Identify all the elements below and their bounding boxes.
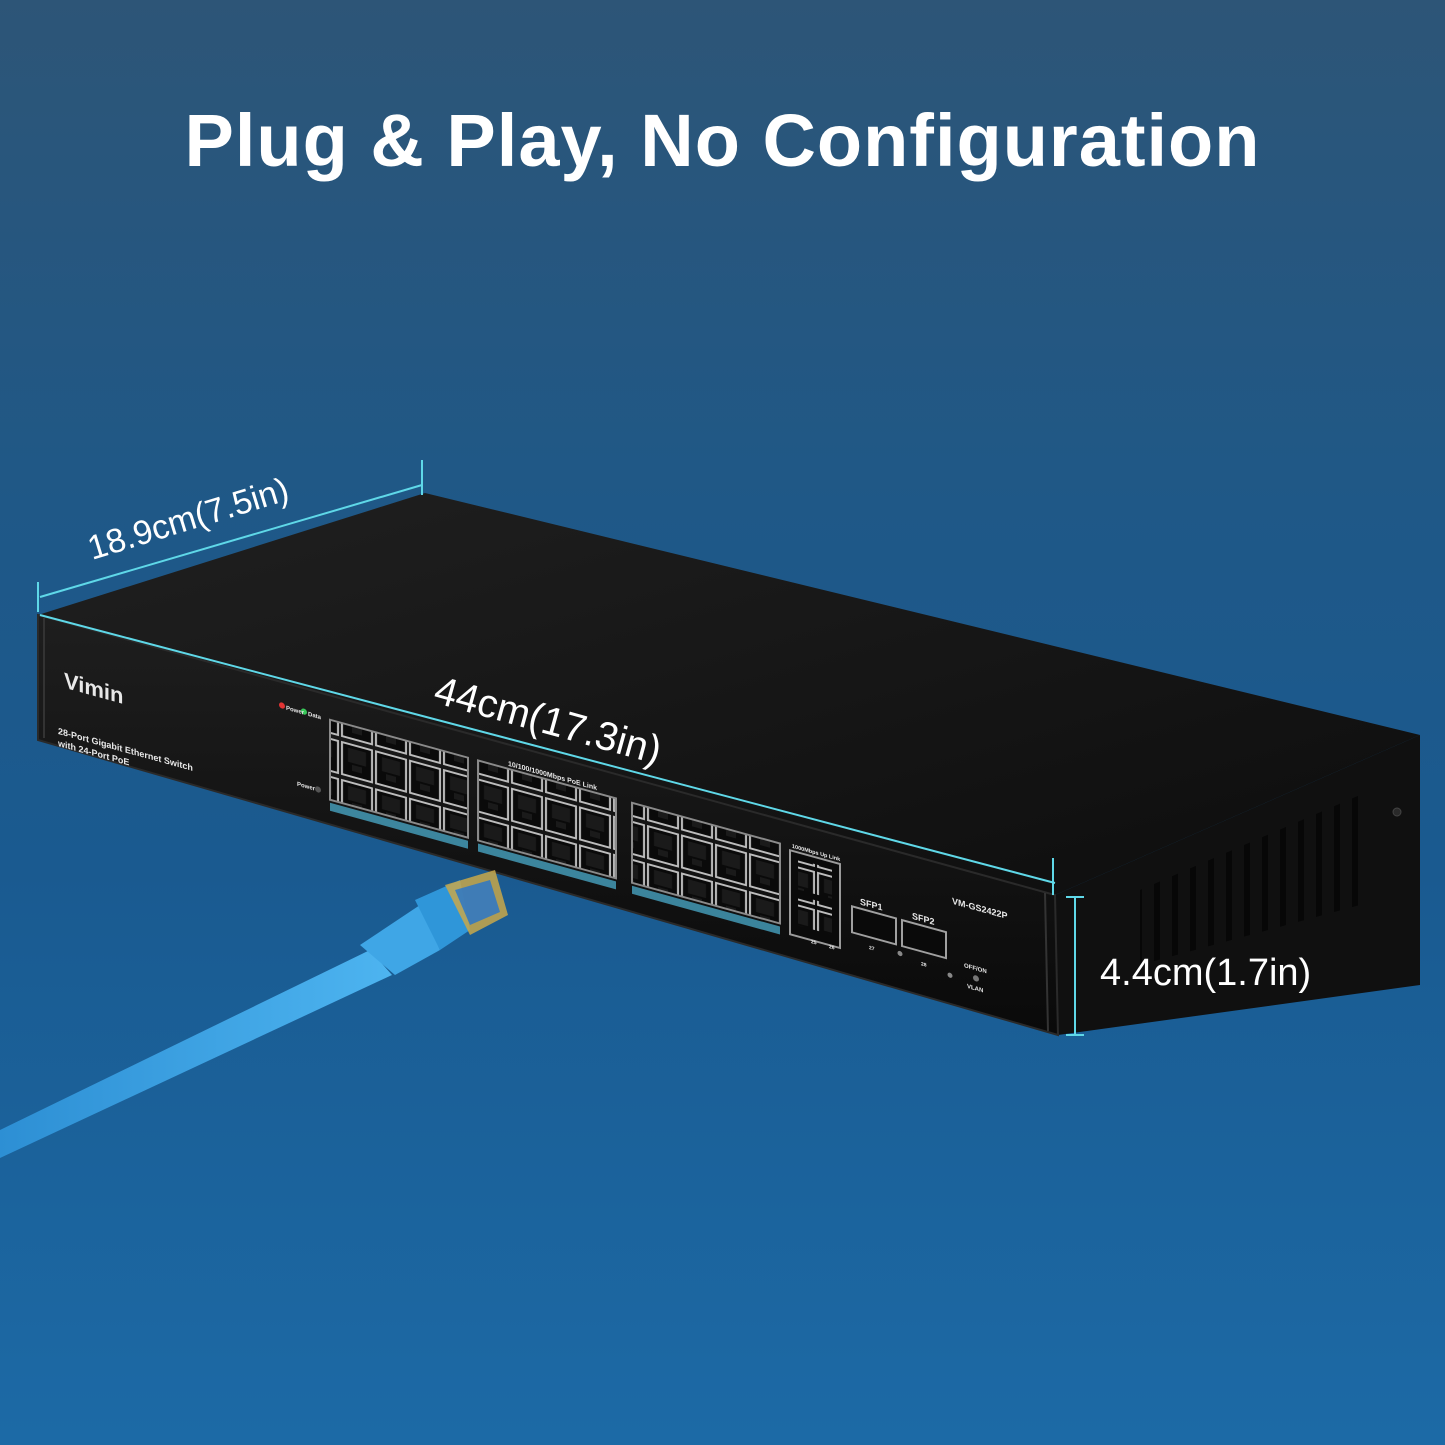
switch-top-panel <box>38 493 1420 895</box>
cable-boot <box>360 905 440 975</box>
dimension-width <box>39 614 1056 895</box>
port-block-1 <box>329 718 469 839</box>
ethernet-cable <box>0 870 508 1158</box>
sfp2-port-number: 28 <box>921 961 927 968</box>
headline: Plug & Play, No Configuration <box>184 99 1261 182</box>
led-power-label: Power <box>286 705 305 717</box>
sfp2-port <box>901 918 947 960</box>
sfp1-port-number: 27 <box>869 945 875 952</box>
port-block-3 <box>631 801 781 925</box>
height-label: 4.4cm(1.7in) <box>1100 952 1311 994</box>
led-data-label: Data <box>308 711 322 722</box>
network-switch: Vimin 28-Port Gigabit Ethernet Switch wi… <box>37 493 1420 1037</box>
side-vents <box>1140 795 1360 965</box>
dimension-height <box>1066 896 1084 1036</box>
uplink-port-a: 25 <box>811 939 817 946</box>
switch-label-bottom: VLAN <box>967 983 983 994</box>
power-label: Power <box>297 781 316 793</box>
cable-wire <box>0 950 392 1158</box>
port-block-2 <box>477 759 617 880</box>
uplink-port-b: 26 <box>829 944 835 951</box>
dimension-depth <box>37 460 423 612</box>
sfp1-port <box>851 905 897 946</box>
